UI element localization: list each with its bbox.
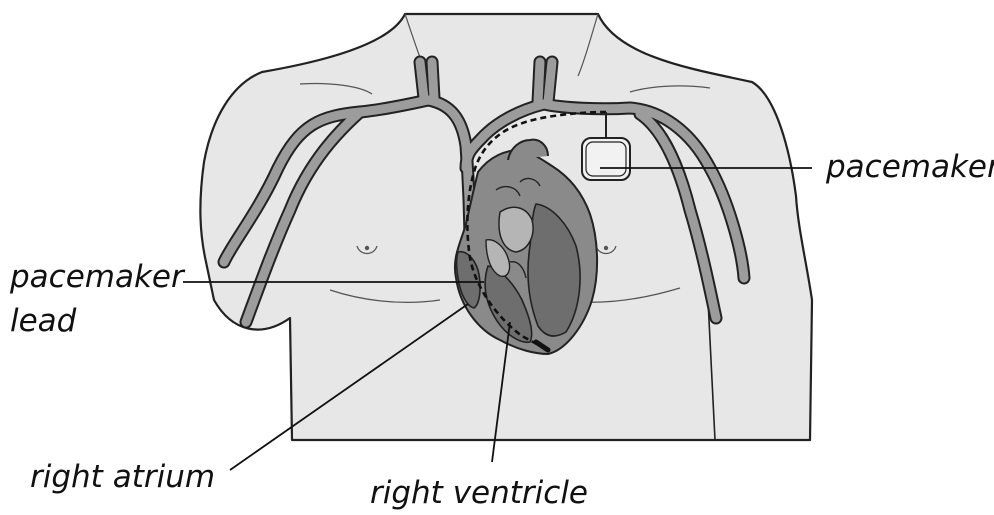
label-pacemaker-lead-line2: lead <box>10 306 76 337</box>
label-pacemaker-lead-line1: pacemaker <box>10 262 184 293</box>
pacemaker-device <box>582 138 630 180</box>
label-right-ventricle: right ventricle <box>370 478 588 509</box>
label-pacemaker: pacemaker <box>826 152 994 183</box>
label-right-atrium: right atrium <box>30 462 215 493</box>
